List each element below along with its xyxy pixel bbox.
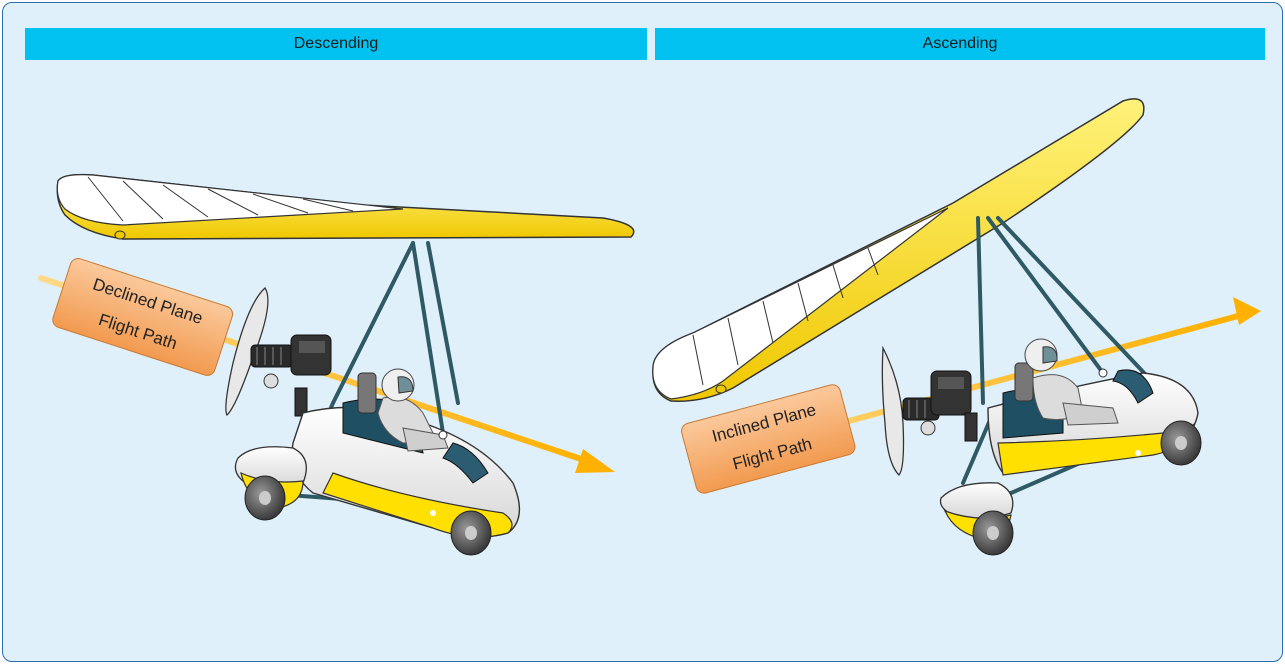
ascending-rear-wheel [941, 483, 1014, 555]
ascending-scene: Inclined Plane Flight Path [653, 99, 1261, 555]
descending-front-wheel [451, 511, 491, 555]
descending-wing [57, 175, 633, 239]
ascending-wing [653, 99, 1144, 401]
diagram-canvas: Declined Plane Flight Path [3, 3, 1282, 661]
ascending-engine [903, 371, 977, 441]
descending-scene: Declined Plane Flight Path [36, 175, 633, 555]
ascending-front-wheel [1161, 421, 1201, 465]
ascending-propeller [882, 348, 903, 475]
declined-plane-label: Declined Plane Flight Path [36, 252, 248, 382]
descending-engine [251, 335, 331, 416]
descending-rear-wheel [235, 447, 306, 520]
